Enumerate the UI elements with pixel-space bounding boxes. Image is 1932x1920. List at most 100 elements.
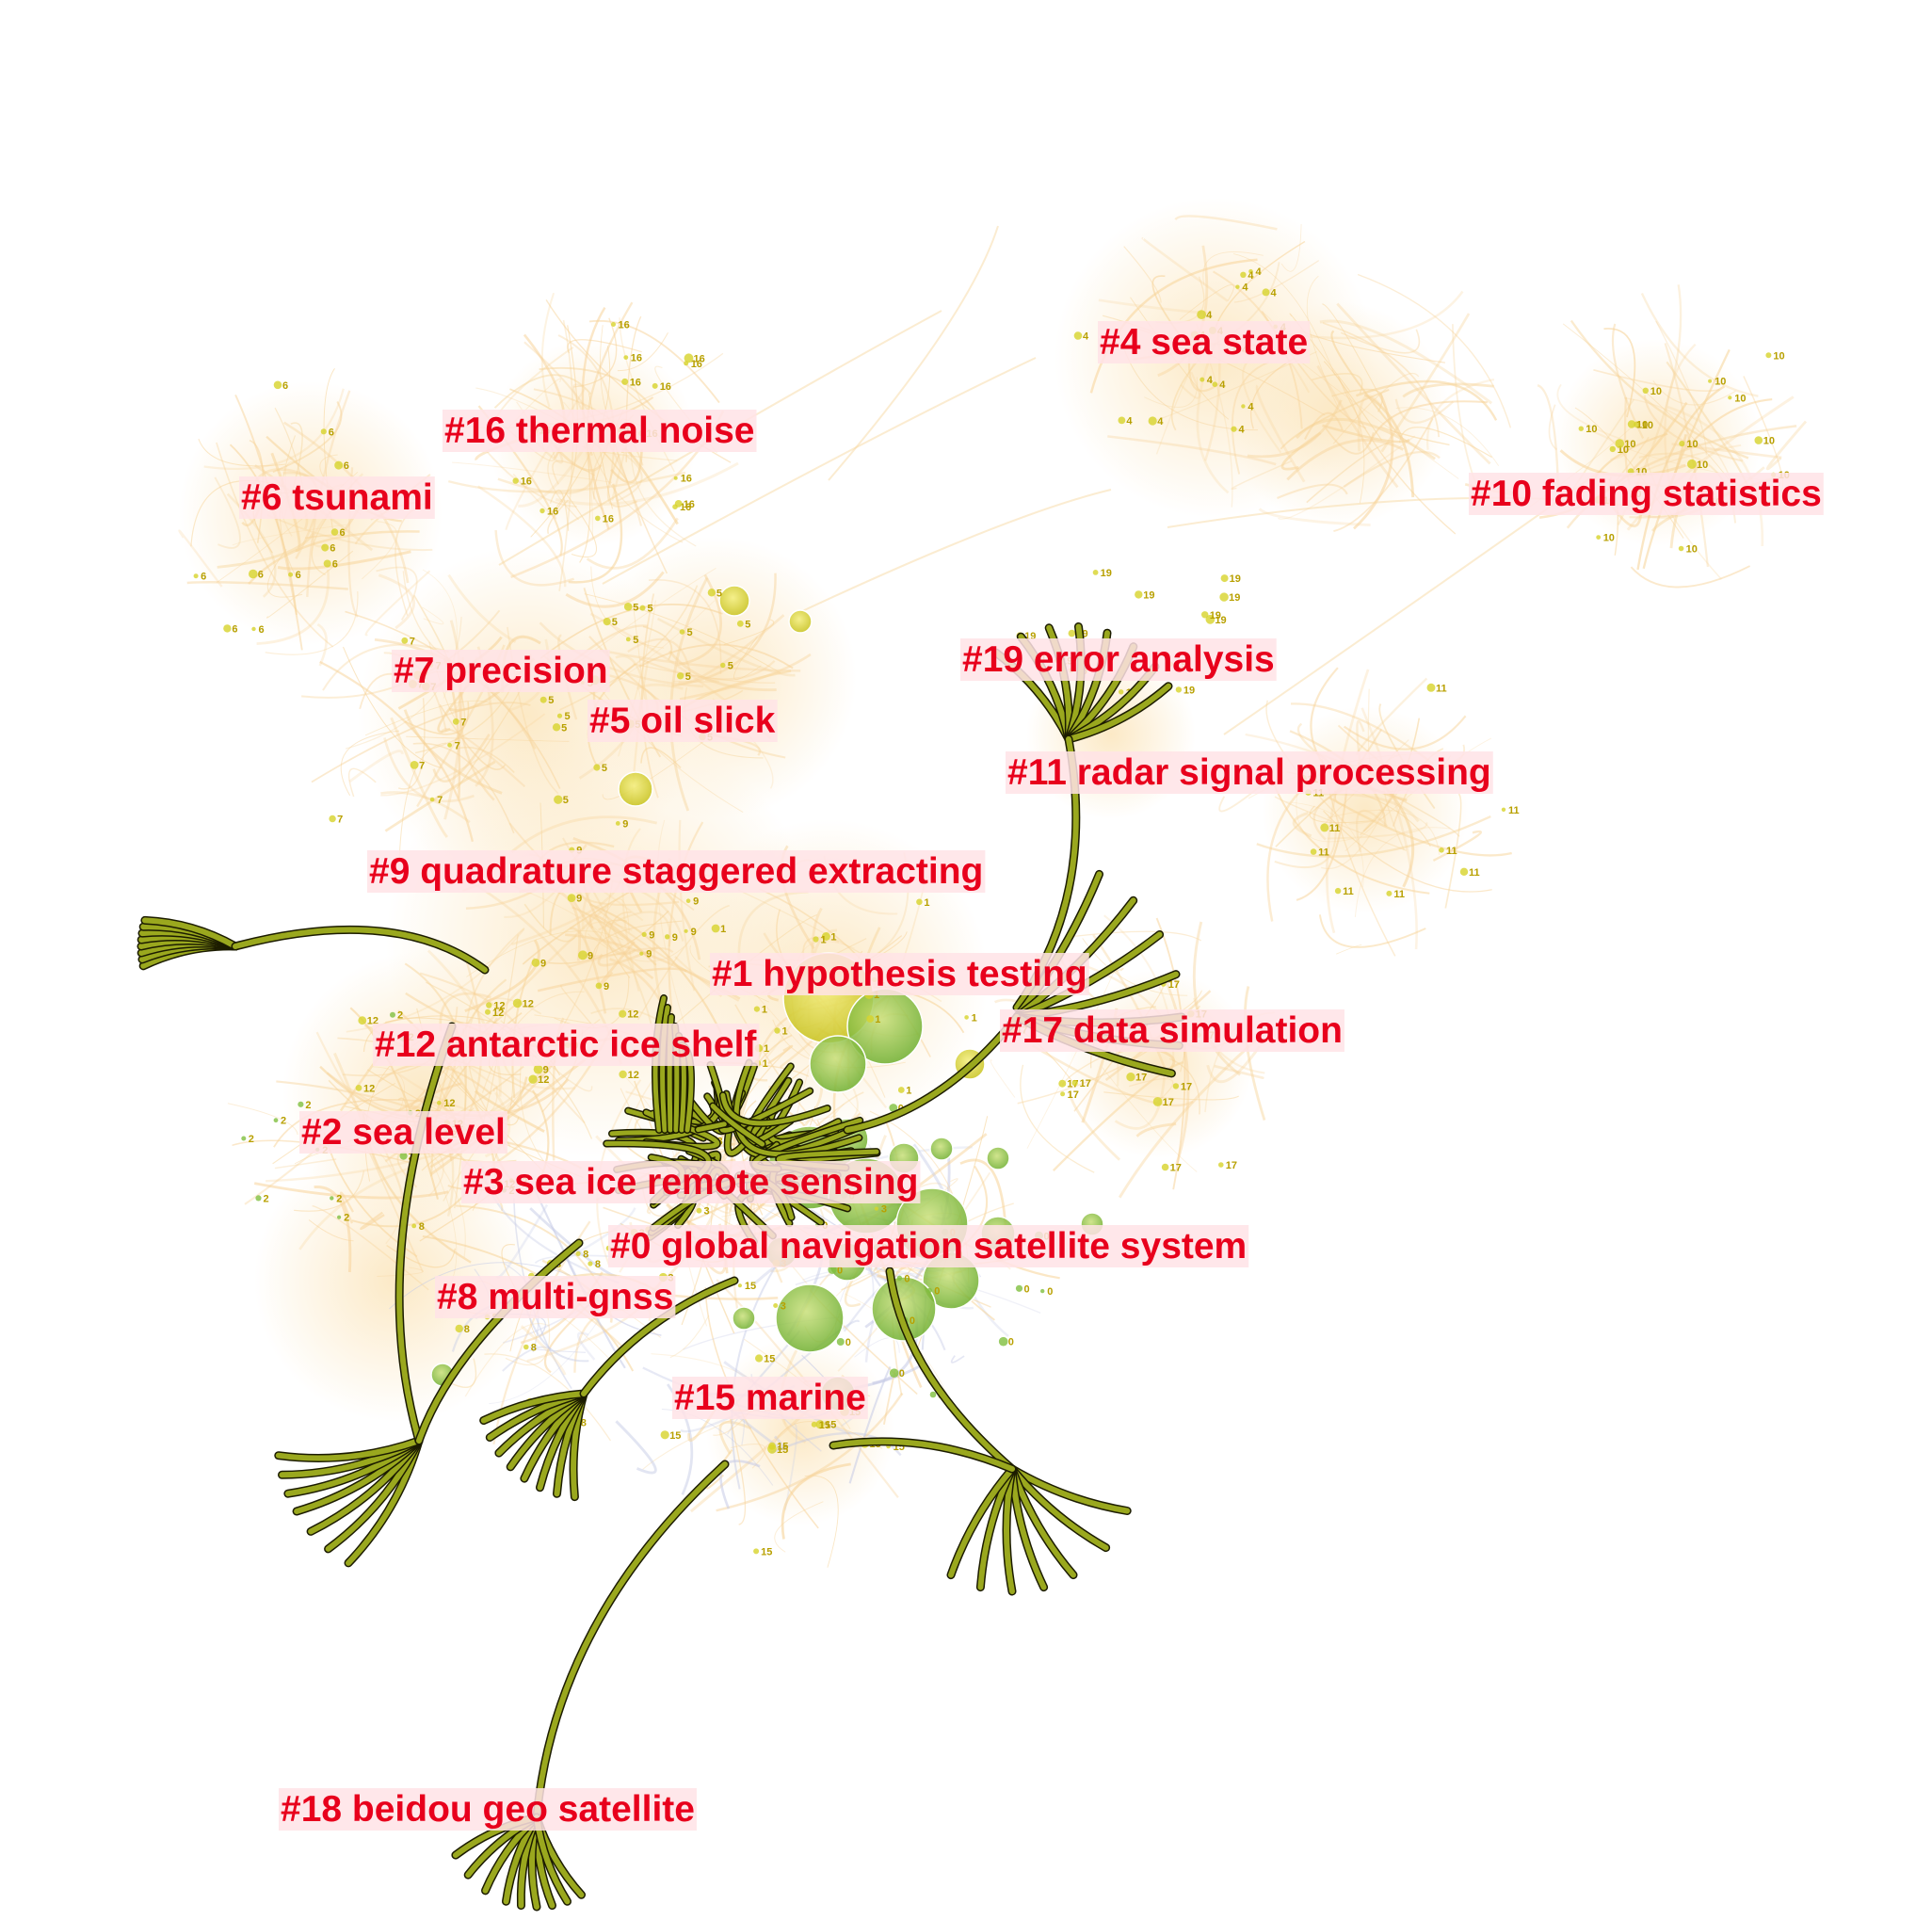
link-edge <box>630 441 697 547</box>
link-edge <box>1354 827 1451 917</box>
node-cluster-number: 11 <box>1318 847 1329 859</box>
burst-strand <box>725 1078 791 1156</box>
cluster-node <box>1126 1073 1135 1082</box>
cluster-node <box>1219 592 1229 602</box>
link-edge <box>383 737 475 803</box>
link-edge <box>529 1345 587 1353</box>
citation-node <box>718 585 750 617</box>
link-edge <box>610 449 643 484</box>
link-edge <box>770 1431 902 1457</box>
cluster-node <box>813 936 819 943</box>
node-cluster-number: 15 <box>764 1354 775 1365</box>
node-cluster-number: 9 <box>543 1065 549 1076</box>
node-cluster-number: 10 <box>1650 386 1662 397</box>
cluster-node <box>639 605 646 611</box>
link-edge <box>1348 809 1386 825</box>
cluster-node <box>603 618 611 626</box>
cluster-node <box>251 626 256 632</box>
cluster-node <box>1501 807 1506 812</box>
node-cluster-number: 8 <box>581 1417 587 1428</box>
link-edge <box>1330 330 1402 438</box>
burst-strand <box>416 1240 582 1444</box>
cluster-node <box>593 764 601 771</box>
node-cluster-number: 17 <box>1135 1073 1147 1084</box>
link-edge <box>586 517 679 570</box>
link-edge <box>1231 361 1270 475</box>
link-edge <box>1340 329 1421 354</box>
cluster-node <box>528 1074 538 1084</box>
link-edge <box>633 663 776 684</box>
node-cluster-number: 0 <box>837 1265 843 1276</box>
cluster-node <box>273 380 282 390</box>
cluster-node <box>707 589 716 597</box>
link-edge <box>455 746 515 773</box>
node-cluster-number: 10 <box>1715 377 1726 388</box>
link-edge <box>627 637 692 676</box>
link-edge <box>592 920 683 962</box>
link-edge <box>640 747 682 768</box>
node-cluster-number: 0 <box>910 1315 915 1327</box>
node-cluster-number: 5 <box>745 619 750 630</box>
link-edge <box>669 577 709 812</box>
link-edge <box>1603 328 1636 418</box>
link-edge <box>656 819 697 1059</box>
burst-strand <box>1009 1466 1131 1514</box>
link-edge <box>577 889 680 907</box>
cluster-node <box>1634 421 1641 428</box>
cluster-node <box>1231 426 1237 432</box>
link-edge <box>1285 801 1364 888</box>
link-edge <box>570 927 607 1014</box>
cluster-label-text: #6 tsunami <box>241 477 433 518</box>
link-edge <box>1323 810 1492 893</box>
node-cluster-number: 12 <box>538 1074 549 1086</box>
cluster-node <box>273 1118 279 1123</box>
link-edge <box>216 442 334 648</box>
link-edge <box>854 1337 900 1358</box>
link-edge <box>294 1170 364 1212</box>
cluster-node <box>998 1336 1008 1347</box>
node-cluster-number: 3 <box>881 1204 887 1216</box>
cluster-node <box>595 515 601 522</box>
link-edge <box>604 919 631 978</box>
node-cluster-number: 17 <box>1080 1078 1091 1089</box>
link-edge <box>384 760 496 832</box>
node-cluster-number: 5 <box>563 795 569 806</box>
link-edge <box>1611 323 1645 439</box>
node-cluster-number: 7 <box>419 760 425 771</box>
burst-strand <box>733 1060 861 1157</box>
node-cluster-number: 5 <box>548 695 554 706</box>
node-cluster-number: 2 <box>336 1193 342 1204</box>
cluster-node <box>1754 436 1763 444</box>
cluster-label-text: #15 marine <box>674 1378 866 1418</box>
cluster-label-text: #19 error analysis <box>962 639 1275 680</box>
link-edge <box>573 317 618 388</box>
link-edge <box>1322 424 1410 444</box>
cluster-node <box>1596 535 1602 540</box>
link-edge <box>1256 815 1491 858</box>
node-cluster-number: 11 <box>1469 867 1480 879</box>
cluster-node <box>1262 288 1270 297</box>
cluster-node <box>193 573 199 579</box>
link-edge <box>464 1322 550 1397</box>
link-edge <box>602 898 630 933</box>
cluster-node <box>539 696 547 703</box>
link-edge <box>990 1059 1016 1098</box>
cluster-node <box>866 1015 875 1023</box>
link-edge <box>312 1204 429 1291</box>
node-cluster-number: 6 <box>329 427 334 438</box>
cluster-node <box>447 742 452 748</box>
node-cluster-number: 5 <box>687 627 693 638</box>
link-edge <box>1328 796 1512 857</box>
node-cluster-number: 15 <box>761 1546 772 1557</box>
cluster-node <box>1071 1079 1078 1087</box>
link-edge <box>1114 1073 1167 1130</box>
cluster-node <box>615 821 620 826</box>
burst-strand <box>1014 931 1163 1020</box>
node-cluster-number: 7 <box>337 815 343 826</box>
node-cluster-number: 5 <box>633 635 638 646</box>
node-cluster-number: 9 <box>622 818 628 830</box>
link-edge <box>1395 407 1500 466</box>
cluster-label-text: #11 radar signal processing <box>1007 752 1491 793</box>
cluster-node <box>1199 377 1205 382</box>
cluster-label-text: #12 antarctic ice shelf <box>375 1025 757 1065</box>
